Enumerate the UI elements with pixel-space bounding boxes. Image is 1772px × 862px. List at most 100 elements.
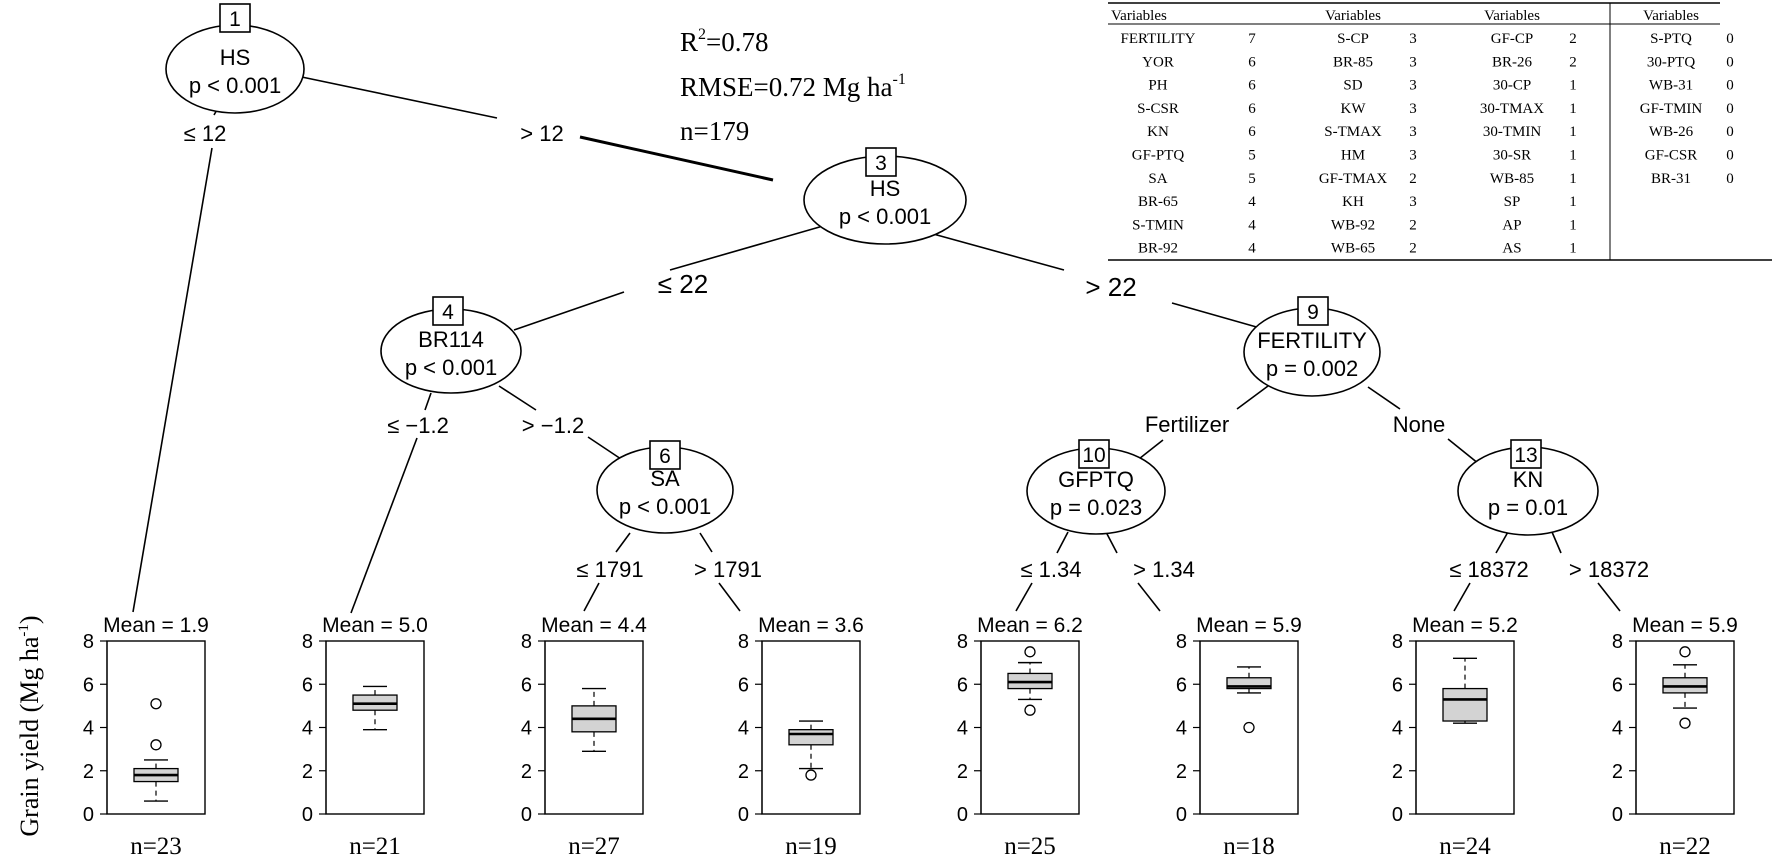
table-cell: GF-TMAX (1319, 171, 1388, 187)
edge-1-to-3-b (579, 135, 774, 182)
table-cell: 6 (1248, 101, 1256, 117)
split-label: ≤ 22 (658, 269, 708, 299)
y-tick-label: 4 (302, 718, 313, 740)
node-p-value: p = 0.023 (1050, 495, 1142, 520)
node-id: 3 (875, 152, 887, 175)
y-tick-label: 0 (83, 804, 94, 826)
table-cell: 2 (1569, 31, 1577, 47)
node-id: 9 (1307, 301, 1319, 324)
y-tick-label: 4 (957, 718, 968, 740)
outlier-point (1024, 646, 1036, 658)
terminal-n-label: n=19 (785, 833, 837, 860)
split-label: Fertilizer (1145, 412, 1229, 437)
node-id-box (1510, 439, 1542, 469)
table-cell: S-PTQ (1650, 31, 1692, 47)
table-cell: 0 (1726, 148, 1734, 164)
iqr-box (788, 729, 834, 746)
terminal-mean-label: Mean = 5.9 (1632, 614, 1738, 637)
node-p-value: p < 0.001 (839, 204, 931, 229)
split-label: ≤ 18372 (1449, 557, 1528, 582)
y-tick-label: 8 (738, 631, 749, 653)
r2-value: =0.78 (706, 27, 768, 57)
edge-10-to-t6 (1137, 582, 1161, 612)
table-cell: WB-31 (1649, 78, 1693, 94)
split-label: ≤ 12 (184, 121, 227, 146)
table-cell: BR-26 (1492, 54, 1533, 70)
table-cell: 6 (1248, 124, 1256, 140)
edge-3-to-4-a (669, 225, 824, 271)
table-cell: GF-TMIN (1640, 101, 1703, 117)
table-cell: WB-26 (1649, 124, 1694, 140)
edge-6-to-t4-top (699, 532, 713, 553)
outlier-point (1679, 646, 1691, 658)
table-cell: 30-SR (1493, 148, 1531, 164)
table-cell: SA (1148, 171, 1167, 187)
outlier-point (1024, 704, 1036, 716)
node-p-value: p < 0.001 (405, 355, 497, 380)
table-cell: 30-TMIN (1483, 124, 1541, 140)
node-id-box (219, 3, 251, 33)
table-cell: 30-TMAX (1480, 101, 1544, 117)
edge-3-to-9-a (925, 231, 1065, 271)
y-axis-label: Grain yield (Mg ha-1) (15, 615, 44, 836)
node-id: 6 (659, 445, 671, 468)
node-id-box (649, 440, 681, 470)
table-cell: 2 (1569, 54, 1577, 70)
table-cell: WB-92 (1331, 217, 1375, 233)
split-label: > 1791 (694, 557, 762, 582)
r2-sup: 2 (698, 26, 706, 43)
table-cell: 5 (1248, 148, 1256, 164)
split-label: > 1.34 (1133, 557, 1195, 582)
node-variable: SA (650, 466, 680, 491)
outlier-point (805, 769, 817, 781)
table-cell: HM (1341, 148, 1365, 164)
y-tick-label: 6 (738, 674, 749, 696)
edge-10-to-t5-top (1056, 531, 1069, 554)
edge-4-to-t2 (350, 437, 418, 614)
y-tick-label: 8 (957, 631, 968, 653)
split-label: None (1393, 412, 1446, 437)
y-tick-label: 2 (521, 761, 532, 783)
edge-6-to-t4 (718, 582, 741, 612)
table-header-cell: Variables (1325, 8, 1381, 24)
node-p-value: p < 0.001 (189, 73, 281, 98)
n-total: n=179 (680, 116, 749, 146)
table-cell: 2 (1409, 241, 1417, 257)
y-tick-label: 0 (738, 804, 749, 826)
outlier-point (1243, 721, 1255, 734)
edge-3-to-4-b (513, 291, 625, 331)
y-axis-label-sup: -1 (16, 624, 32, 637)
r2-prefix: R (680, 27, 698, 57)
terminal-n-label: n=18 (1223, 833, 1275, 860)
panel-frame (106, 640, 206, 815)
table-cell: 0 (1726, 78, 1734, 94)
iqr-box (1226, 677, 1272, 690)
y-tick-label: 0 (302, 804, 313, 826)
y-tick-label: 2 (738, 761, 749, 783)
table-cell: PH (1148, 78, 1167, 94)
edge-13-to-t7-top (1495, 531, 1509, 554)
table-cell: 2 (1409, 217, 1417, 233)
table-header-cell: Variables (1111, 8, 1167, 24)
y-axis-label-text: Grain yield (Mg ha (15, 636, 44, 836)
edge-3-to-9-b (1171, 302, 1261, 329)
edge-6-to-t3-top (615, 532, 631, 553)
table-cell: 3 (1409, 194, 1417, 210)
terminal-n-label: n=21 (349, 833, 401, 860)
node-variable: HS (220, 45, 251, 70)
model-stats: R2=0.78 RMSE=0.72 Mg ha-1 n=179 (680, 26, 906, 146)
table-cell: 1 (1569, 171, 1577, 187)
table-cell: AP (1502, 217, 1521, 233)
table-cell: 1 (1569, 241, 1577, 257)
y-tick-label: 6 (1176, 674, 1187, 696)
table-cell: GF-CP (1491, 31, 1534, 47)
